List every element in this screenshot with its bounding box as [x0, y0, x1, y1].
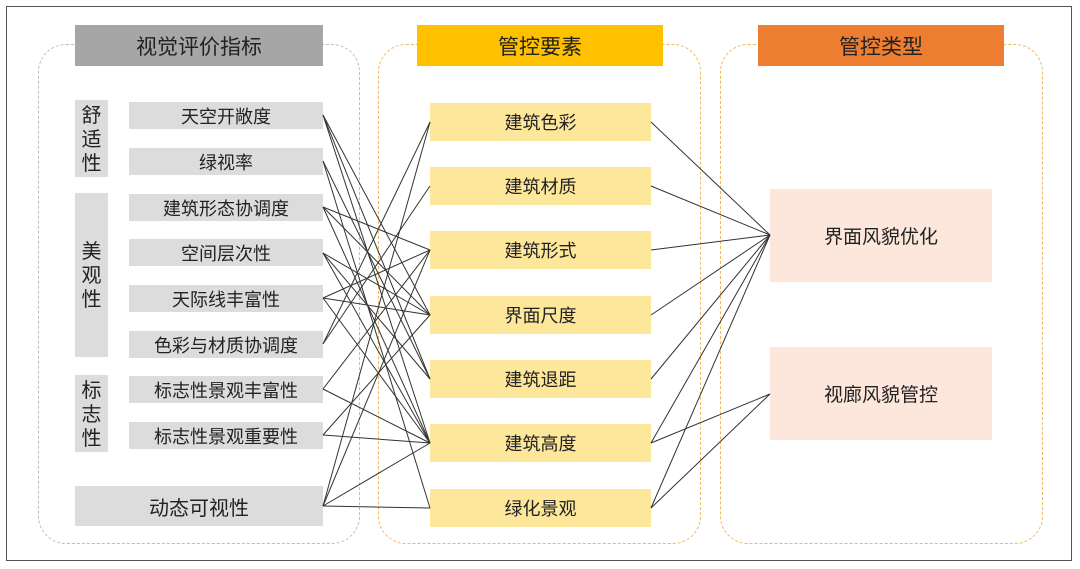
link-height-to-interface-opt [650, 234, 771, 444]
link-green-view-to-building-setback [322, 160, 431, 380]
link-skyline-to-building-form [322, 249, 431, 299]
element-building-form: 建筑形式 [430, 231, 651, 269]
type-interface-style-optimization: 界面风貌优化 [770, 189, 992, 282]
link-green-view-to-greening [322, 160, 431, 509]
link-dynamic-to-greening [322, 505, 431, 509]
indicator-color-material-coordination: 色彩与材质协调度 [129, 331, 323, 358]
link-form-coord-to-building-form [322, 206, 431, 251]
link-skyline-to-interface-scale [322, 297, 431, 316]
element-building-color: 建筑色彩 [430, 103, 651, 141]
link-landmark-importance-to-building-height [322, 434, 431, 444]
indicator-green-view-rate: 绿视率 [129, 148, 323, 175]
link-dynamic-to-building-color [322, 121, 431, 507]
indicator-landmark-richness: 标志性景观丰富性 [129, 376, 323, 403]
link-form-to-interface-opt [650, 234, 771, 251]
link-dynamic-to-building-height [322, 442, 431, 507]
link-color-material-to-building-color [322, 121, 431, 345]
link-greening-to-corridor-control [650, 393, 771, 509]
link-greening-to-interface-opt [650, 234, 771, 509]
element-building-setback: 建筑退距 [430, 360, 651, 398]
indicator-building-form-coordination: 建筑形态协调度 [129, 194, 323, 221]
link-scale-to-interface-opt [650, 234, 771, 316]
header-visual-indicators: 视觉评价指标 [75, 25, 323, 66]
category-beauty: 美 观 性 [75, 193, 108, 357]
indicator-spatial-layering: 空间层次性 [129, 239, 323, 266]
element-greening-landscape: 绿化景观 [430, 489, 651, 527]
link-spatial-layering-to-interface-scale [322, 252, 431, 316]
link-spatial-layering-to-building-setback [322, 252, 431, 380]
link-color-material-to-building-material [322, 185, 431, 345]
link-landmark-richness-to-building-height [322, 388, 431, 444]
indicator-skyline-richness: 天际线丰富性 [129, 285, 323, 312]
indicator-sky-openness: 天空开敞度 [129, 102, 323, 129]
element-interface-scale: 界面尺度 [430, 296, 651, 334]
outer-frame [6, 6, 1072, 561]
link-skyline-to-building-height [322, 297, 431, 444]
indicator-dynamic-visibility: 动态可视性 [75, 486, 323, 526]
link-setback-to-interface-opt [650, 234, 771, 380]
link-landmark-richness-to-building-form [322, 249, 431, 390]
link-material-to-interface-opt [650, 185, 771, 236]
category-landmark: 标 志 性 [75, 375, 108, 452]
link-landmark-importance-to-interface-scale [322, 314, 431, 436]
link-form-coord-to-interface-scale [322, 206, 431, 316]
element-building-height: 建筑高度 [430, 424, 651, 462]
type-view-corridor-control: 视廊风貌管控 [770, 347, 992, 440]
link-spatial-layering-to-building-height [322, 252, 431, 444]
link-height-to-corridor-control [650, 393, 771, 444]
category-comfort: 舒 适 性 [75, 100, 108, 177]
link-form-coord-to-building-height [322, 206, 431, 444]
link-dynamic-to-building-form [322, 249, 431, 507]
element-building-material: 建筑材质 [430, 167, 651, 205]
header-control-types: 管控类型 [758, 25, 1004, 66]
link-color-to-interface-opt [650, 121, 771, 236]
header-control-elements: 管控要素 [417, 25, 663, 66]
link-sky-openness-to-building-height [322, 114, 431, 444]
indicator-landmark-importance: 标志性景观重要性 [129, 422, 323, 449]
link-sky-openness-to-interface-scale [322, 114, 431, 316]
